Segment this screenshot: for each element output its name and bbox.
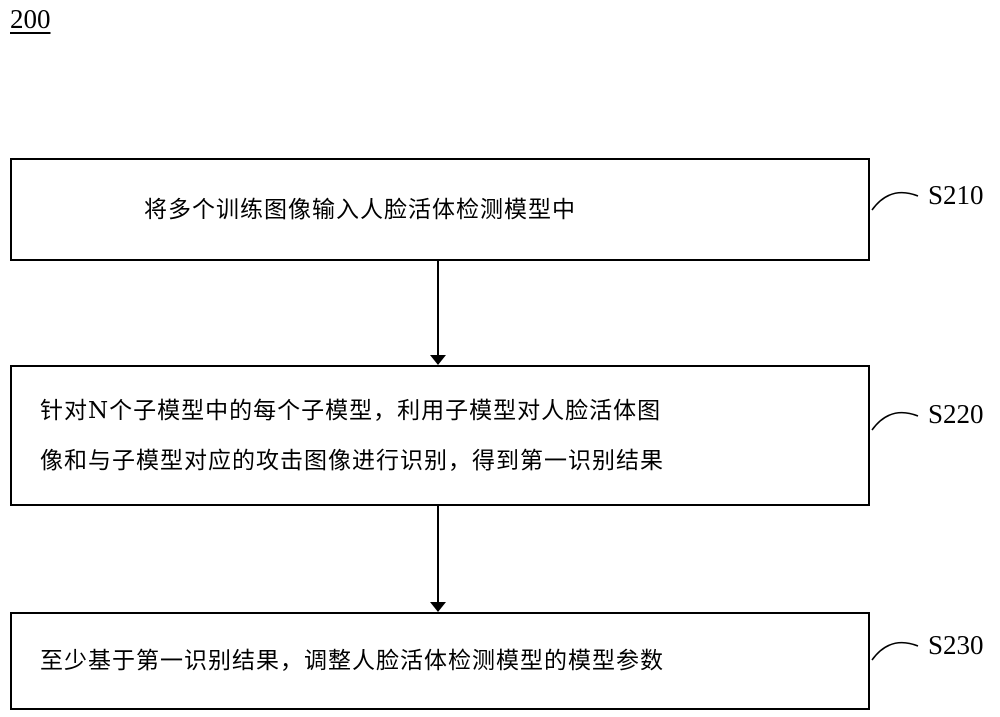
step-box-s210: 将多个训练图像输入人脸活体检测模型中 (10, 158, 870, 261)
step-text: 至少基于第一识别结果，调整人脸活体检测模型的模型参数 (40, 648, 664, 674)
step-box-s230: 至少基于第一识别结果，调整人脸活体检测模型的模型参数 (10, 612, 870, 710)
leader-s210 (871, 192, 919, 211)
figure-number: 200 (10, 4, 51, 34)
step-box-s220: 针对N个子模型中的每个子模型，利用子模型对人脸活体图像和与子模型对应的攻击图像进… (10, 365, 870, 506)
step-text: 针对N个子模型中的每个子模型，利用子模型对人脸活体图像和与子模型对应的攻击图像进… (40, 386, 664, 486)
step-text: 将多个训练图像输入人脸活体检测模型中 (144, 196, 576, 223)
step-label-s230: S230 (928, 630, 984, 660)
step-label-s220: S220 (928, 399, 984, 429)
leader-s230 (871, 642, 919, 661)
step-text-line: 像和与子模型对应的攻击图像进行识别，得到第一识别结果 (40, 447, 664, 474)
leader-s220 (871, 412, 919, 431)
step-text-line: 针对N个子模型中的每个子模型，利用子模型对人脸活体图 (40, 397, 662, 424)
step-label-s210: S210 (928, 180, 984, 210)
